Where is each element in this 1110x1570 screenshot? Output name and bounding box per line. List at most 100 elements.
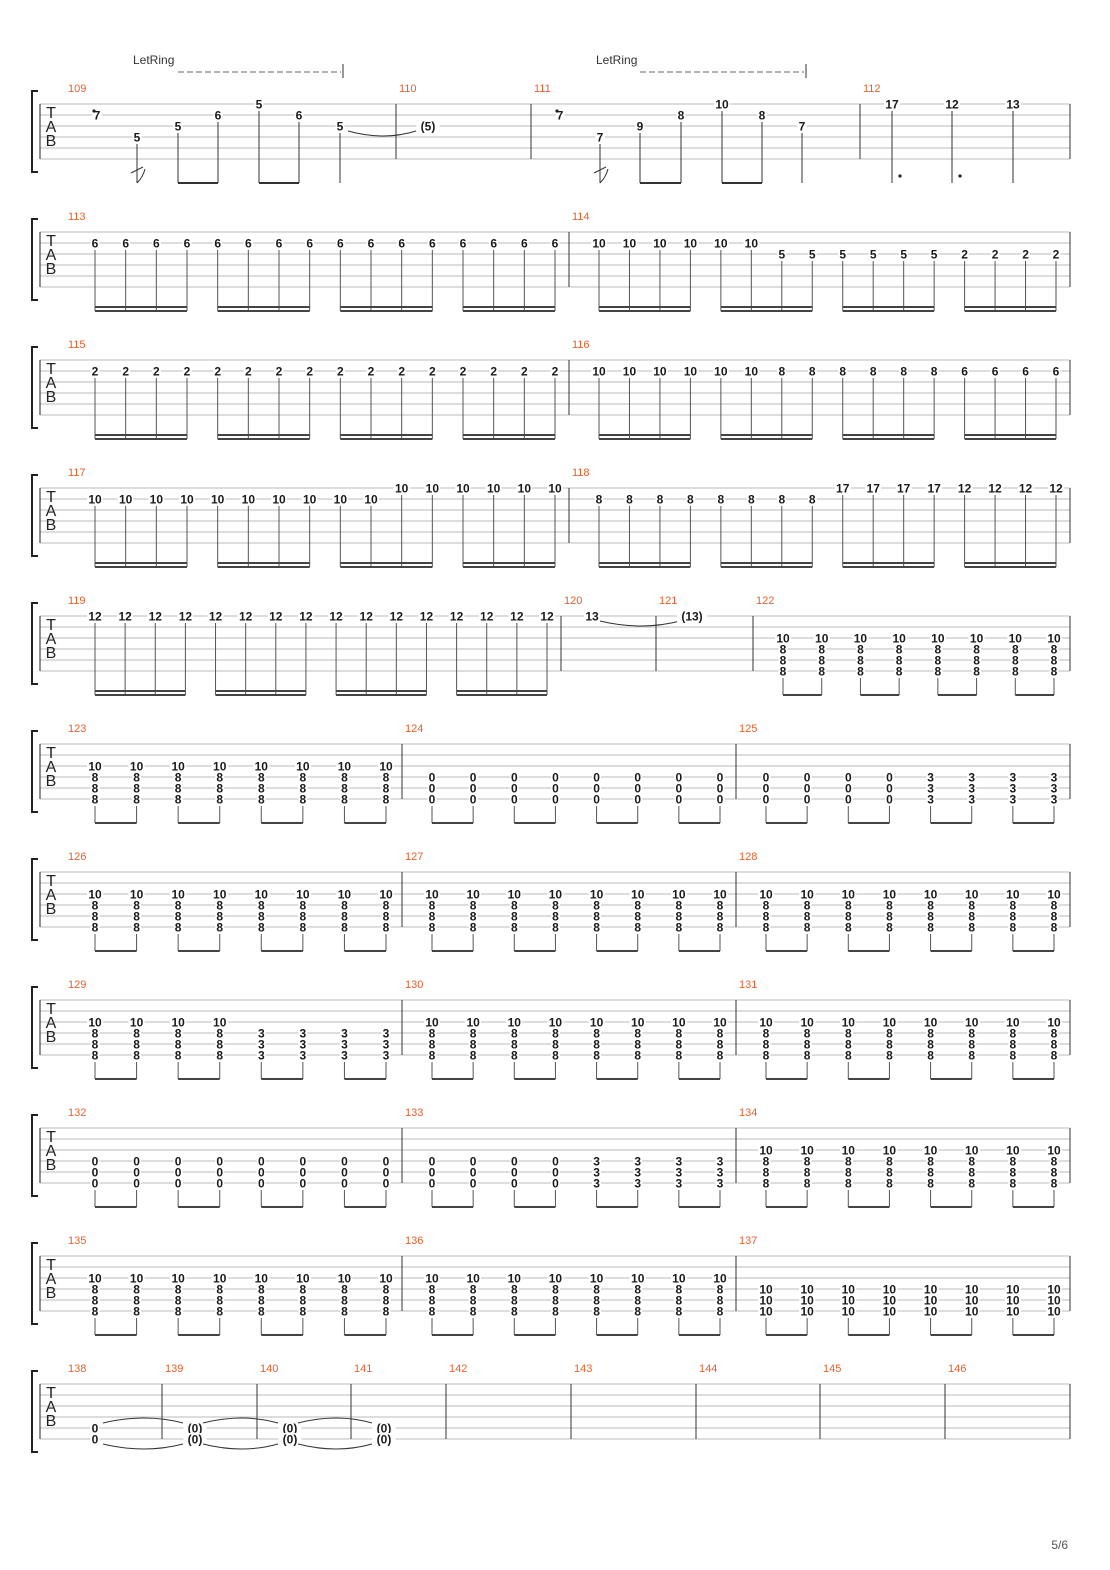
fret-number: 10 — [171, 1272, 185, 1286]
fret-number: 12 — [1049, 482, 1063, 496]
fret-number: 8 — [383, 1305, 390, 1319]
fret-mask — [298, 771, 308, 783]
fret-number: 8 — [92, 793, 99, 807]
fret-number: 8 — [886, 921, 893, 935]
fret-mask — [799, 888, 816, 900]
tie-arc — [102, 1443, 184, 1450]
fret-number: 10 — [1047, 1305, 1061, 1319]
fret-number: 2 — [429, 365, 436, 379]
fret-number: 8 — [383, 782, 390, 796]
fret-number: 8 — [341, 1283, 348, 1297]
bar-number: 146 — [948, 1363, 966, 1375]
fret-mask — [1008, 1177, 1018, 1189]
fret-number: 8 — [778, 365, 785, 379]
fret-number: 6 — [296, 109, 303, 123]
fret-number: 6 — [337, 237, 344, 251]
fret-number: 8 — [780, 654, 787, 668]
fret-number: 10 — [924, 1283, 938, 1297]
fret-number: 8 — [845, 1155, 852, 1169]
fret-mask — [173, 899, 183, 911]
fret-number: 8 — [92, 1049, 99, 1063]
fret-number: 8 — [92, 910, 99, 924]
fret-number: 2 — [153, 365, 160, 379]
fret-mask — [427, 1305, 437, 1317]
fret-mask — [215, 1049, 225, 1061]
fret-number: 3 — [676, 1155, 683, 1169]
fret-mask — [967, 1049, 977, 1061]
fret-mask — [132, 1038, 142, 1050]
fret-mask — [243, 237, 253, 249]
fret-number: 0 — [383, 1177, 390, 1191]
fret-mask — [372, 1433, 396, 1445]
fret-mask — [884, 782, 894, 794]
fret-number: 12 — [945, 98, 959, 112]
fret-mask — [378, 888, 394, 900]
fret-mask — [1008, 782, 1018, 794]
fret-number: 8 — [804, 1027, 811, 1041]
fret-mask — [592, 1283, 602, 1295]
fret-mask — [509, 771, 519, 783]
bar-number: 118 — [572, 467, 590, 479]
fret-number: 10 — [242, 493, 256, 507]
fret-number: 8 — [175, 1027, 182, 1041]
fret-mask — [339, 910, 349, 922]
fret-mask — [215, 899, 225, 911]
fret-number: 10 — [211, 493, 225, 507]
fret-mask — [253, 888, 270, 900]
fret-mask — [592, 1155, 602, 1167]
fret-mask — [674, 771, 684, 783]
fret-mask — [802, 899, 812, 911]
fret-mask — [328, 610, 345, 622]
fret-number: 8 — [300, 782, 307, 796]
fret-number: 10 — [965, 1144, 979, 1158]
fret-number: 10 — [672, 1272, 686, 1286]
fret-number: 5 — [839, 248, 846, 262]
fret-mask — [1049, 1049, 1059, 1061]
fret-mask — [555, 109, 565, 121]
fret-mask — [339, 1049, 349, 1061]
fret-mask — [960, 365, 970, 377]
fret-number: 0 — [676, 782, 683, 796]
fret-number: 10 — [1006, 1016, 1020, 1030]
fret-mask — [894, 654, 904, 666]
fret-mask — [1046, 888, 1062, 900]
system-bracket — [31, 730, 38, 813]
fret-number: 2 — [214, 365, 221, 379]
fret-number: 8 — [216, 1294, 223, 1308]
bar-number: 120 — [564, 595, 582, 607]
fret-mask — [151, 365, 161, 377]
bar-number: 127 — [405, 851, 423, 863]
fret-number: 8 — [804, 1155, 811, 1169]
fret-number: 8 — [216, 1283, 223, 1297]
fret-number: 0 — [886, 771, 893, 785]
fret-mask — [381, 1027, 391, 1039]
fret-number: 8 — [511, 921, 518, 935]
fret-number: 10 — [592, 237, 606, 251]
fret-mask — [758, 1283, 774, 1295]
fret-mask — [761, 1166, 771, 1178]
fret-number: 6 — [368, 237, 375, 251]
fret-mask — [592, 910, 602, 922]
fret-number: 0 — [676, 771, 683, 785]
fret-mask — [674, 1027, 684, 1039]
fret-number: 8 — [676, 1283, 683, 1297]
fret-mask — [592, 899, 602, 911]
fret-mask — [550, 237, 560, 249]
fret-mask — [685, 493, 695, 505]
fret-mask — [372, 1422, 396, 1434]
fret-mask — [90, 921, 100, 933]
fret-number: 8 — [593, 1305, 600, 1319]
fret-mask — [468, 1294, 478, 1306]
fret-number: 8 — [133, 1305, 140, 1319]
fret-number: 6 — [398, 237, 405, 251]
fret-mask — [891, 632, 908, 644]
fret-mask — [339, 1305, 349, 1317]
fret-number: 10 — [549, 888, 563, 902]
fret-mask — [335, 237, 345, 249]
fret-number: 8 — [593, 1294, 600, 1308]
fret-number: 8 — [968, 1177, 975, 1191]
fret-number: 10 — [631, 1272, 645, 1286]
fret-mask — [761, 1027, 771, 1039]
fret-number: 8 — [634, 1027, 641, 1041]
fret-number: 10 — [883, 1294, 897, 1308]
